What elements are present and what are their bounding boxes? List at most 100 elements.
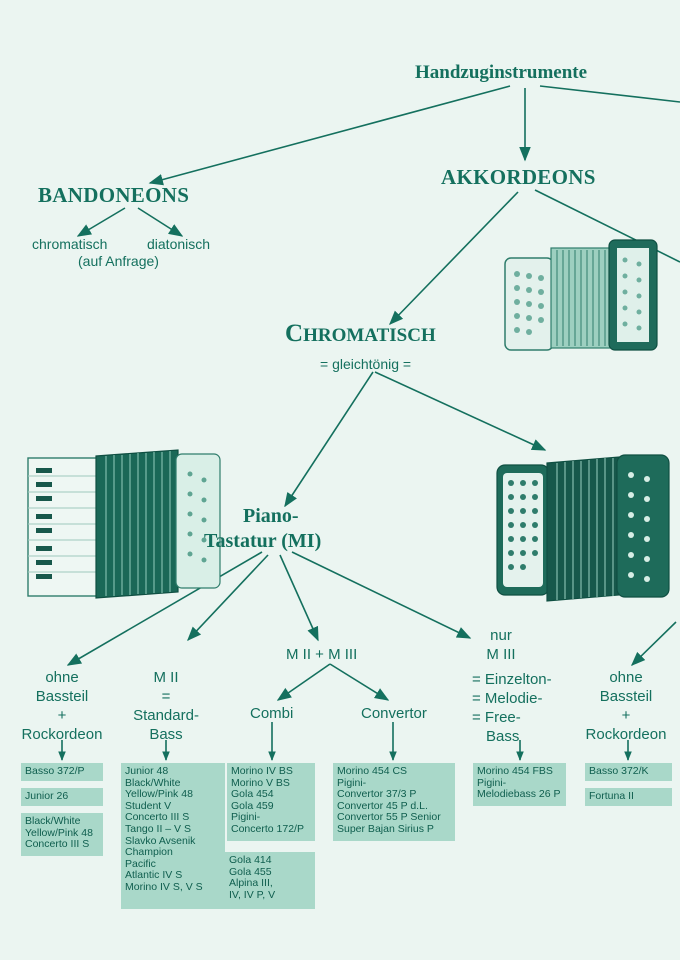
model-name: Gola 414 bbox=[229, 854, 272, 866]
nur-miii-desc: = Einzelton- = Melodie- = Free- Bass bbox=[472, 670, 552, 746]
arrow-miimiii-combi bbox=[276, 663, 331, 701]
model-name: Yellow/Pink 48 bbox=[125, 788, 193, 801]
model-box-mii: Junior 48 Black/White Yellow/Pink 48 Stu… bbox=[121, 763, 225, 909]
mii-miii-label: M II + M III bbox=[286, 646, 358, 663]
model-name: Pacific bbox=[125, 857, 156, 870]
model-name: Junior 48 bbox=[125, 765, 169, 777]
nurmiii-l3: = Einzelton- bbox=[472, 671, 552, 688]
model-name: Convertor 37/3 P bbox=[337, 788, 417, 801]
nur-miii-label: nur M III bbox=[465, 626, 537, 664]
piano-heading-line2: Tastatur (MI) bbox=[204, 530, 322, 552]
mii-l2: = bbox=[161, 688, 171, 705]
chromatisch-cap: C bbox=[285, 320, 304, 347]
model-name: Morino 454 CS bbox=[337, 765, 408, 777]
mii-standard-bass: M II = Standard- Bass bbox=[122, 668, 210, 744]
arrow-chrom-piano bbox=[284, 371, 374, 508]
model-name: Slavko Avsenik bbox=[125, 834, 196, 847]
model-name: Super Bajan Sirius P bbox=[337, 822, 434, 835]
nurmiii-l6: Bass bbox=[486, 728, 520, 745]
model-name: Pigini- bbox=[337, 776, 367, 789]
bandoneons-note: (auf Anfrage) bbox=[78, 253, 159, 269]
model-box-combi: Morino IV BS Morino V BS Gola 454 Gola 4… bbox=[227, 763, 315, 841]
piano-heading-line1: Piano- bbox=[243, 505, 299, 527]
nurmiii-l4: = Melodie- bbox=[472, 690, 543, 707]
model-box-ohne-right-fortuna: Fortuna II bbox=[585, 788, 672, 806]
mii-l1: M II bbox=[153, 669, 179, 686]
model-name: Yellow/Pink 48 bbox=[25, 826, 93, 839]
arrow-piano-nurmiii bbox=[291, 551, 472, 639]
ohne-bassteil-left: ohne Bassteil + Rockordeon bbox=[12, 668, 112, 744]
ohne-left-l4: Rockordeon bbox=[21, 726, 103, 743]
model-name: Gola 459 bbox=[231, 799, 274, 812]
bandoneons-diatonisch: diatonisch bbox=[147, 236, 211, 252]
model-name: Basso 372/K bbox=[589, 765, 649, 777]
nurmiii-l2: M III bbox=[486, 646, 516, 663]
mii-l4: Bass bbox=[149, 726, 183, 743]
ohne-right-l1: ohne bbox=[609, 669, 643, 686]
model-box-combi-extra: Gola 414 Gola 455 Alpina III, IV, IV P, … bbox=[225, 852, 315, 909]
arrow-akk-chromatisch bbox=[388, 191, 519, 326]
model-name: Atlantic IV S bbox=[125, 869, 183, 882]
model-box-ohne-basso: Basso 372/P bbox=[21, 763, 103, 781]
ohne-right-l3: + bbox=[621, 707, 631, 724]
model-name: Junior 26 bbox=[25, 790, 69, 802]
model-name: Pigini- bbox=[477, 776, 507, 789]
model-name: Melodiebass 26 P bbox=[477, 788, 561, 801]
model-name: Champion bbox=[125, 846, 173, 859]
mii-l3: Standard- bbox=[133, 707, 199, 724]
model-name: Student V bbox=[125, 799, 172, 812]
model-box-ohne-blackwhite: Black/White Yellow/Pink 48 Concerto III … bbox=[21, 813, 103, 856]
ohne-left-l1: ohne bbox=[45, 669, 79, 686]
model-name: Morino 454 FBS bbox=[477, 765, 553, 777]
model-name: Alpina III, bbox=[229, 877, 273, 890]
connector-lines bbox=[58, 85, 680, 761]
nurmiii-l1: nur bbox=[490, 627, 512, 644]
arrow-band-chromatisch bbox=[76, 207, 126, 237]
model-name: Black/White bbox=[25, 815, 81, 827]
ohne-left-l3: + bbox=[57, 707, 67, 724]
model-name: Convertor 55 P Senior bbox=[337, 811, 441, 824]
bandoneons-chromatisch: chromatisch bbox=[32, 236, 108, 252]
model-name: Gola 455 bbox=[229, 865, 272, 878]
combi-label: Combi bbox=[250, 705, 294, 722]
akkordeons-title: AKKORDEONS bbox=[441, 165, 596, 189]
model-name: Morino IV BS bbox=[231, 765, 293, 777]
model-box-nurmiii: Morino 454 FBS Pigini- Melodiebass 26 P bbox=[473, 763, 566, 806]
model-name: Black/White bbox=[125, 776, 181, 789]
model-name: Convertor 45 P d.L. bbox=[337, 799, 428, 812]
accordion-image-top bbox=[504, 239, 658, 351]
ohne-right-l2: Bassteil bbox=[599, 688, 653, 705]
convertor-label: Convertor bbox=[361, 705, 427, 722]
model-name: Fortuna II bbox=[589, 790, 634, 802]
nurmiii-l5: = Free- bbox=[472, 709, 521, 726]
model-name: Morino V BS bbox=[231, 776, 290, 789]
arrow-piano-ohne bbox=[66, 551, 263, 666]
line-root-right bbox=[539, 85, 680, 103]
arrow-piano-miimiii bbox=[279, 554, 319, 642]
model-box-ohne-right-basso: Basso 372/K bbox=[585, 763, 672, 781]
model-name: IV, IV P, V bbox=[229, 888, 276, 901]
accordion-image-button bbox=[496, 454, 670, 602]
chromatisch-subtitle: = gleichtönig = bbox=[320, 356, 412, 372]
model-name: Morino IV S, V S bbox=[125, 880, 203, 893]
model-name: Basso 372/P bbox=[25, 765, 85, 777]
model-name: Gola 454 bbox=[231, 788, 274, 801]
model-box-ohne-junior: Junior 26 bbox=[21, 788, 103, 806]
ohne-left-l2: Bassteil bbox=[35, 688, 89, 705]
bandoneons-title: BANDONEONS bbox=[38, 183, 190, 207]
ohne-bassteil-right: ohne Bassteil + Rockordeon bbox=[576, 668, 676, 744]
arrow-right-ohne bbox=[630, 621, 677, 667]
model-box-convertor: Morino 454 CS Pigini- Convertor 37/3 P C… bbox=[333, 763, 455, 841]
model-name: Tango II – V S bbox=[125, 822, 191, 835]
model-name: Pigini- bbox=[231, 811, 261, 824]
ohne-right-l4: Rockordeon bbox=[585, 726, 667, 743]
arrow-chrom-knopf bbox=[374, 371, 547, 451]
root-title: Handzuginstrumente bbox=[415, 62, 588, 83]
model-name: Concerto 172/P bbox=[231, 822, 304, 835]
model-name: Concerto III S bbox=[125, 811, 190, 824]
arrow-band-diatonisch bbox=[137, 207, 184, 237]
chromatisch-rest: HROMATISCH bbox=[303, 325, 436, 346]
model-name: Concerto III S bbox=[25, 838, 90, 851]
accordion-image-piano bbox=[27, 449, 221, 599]
